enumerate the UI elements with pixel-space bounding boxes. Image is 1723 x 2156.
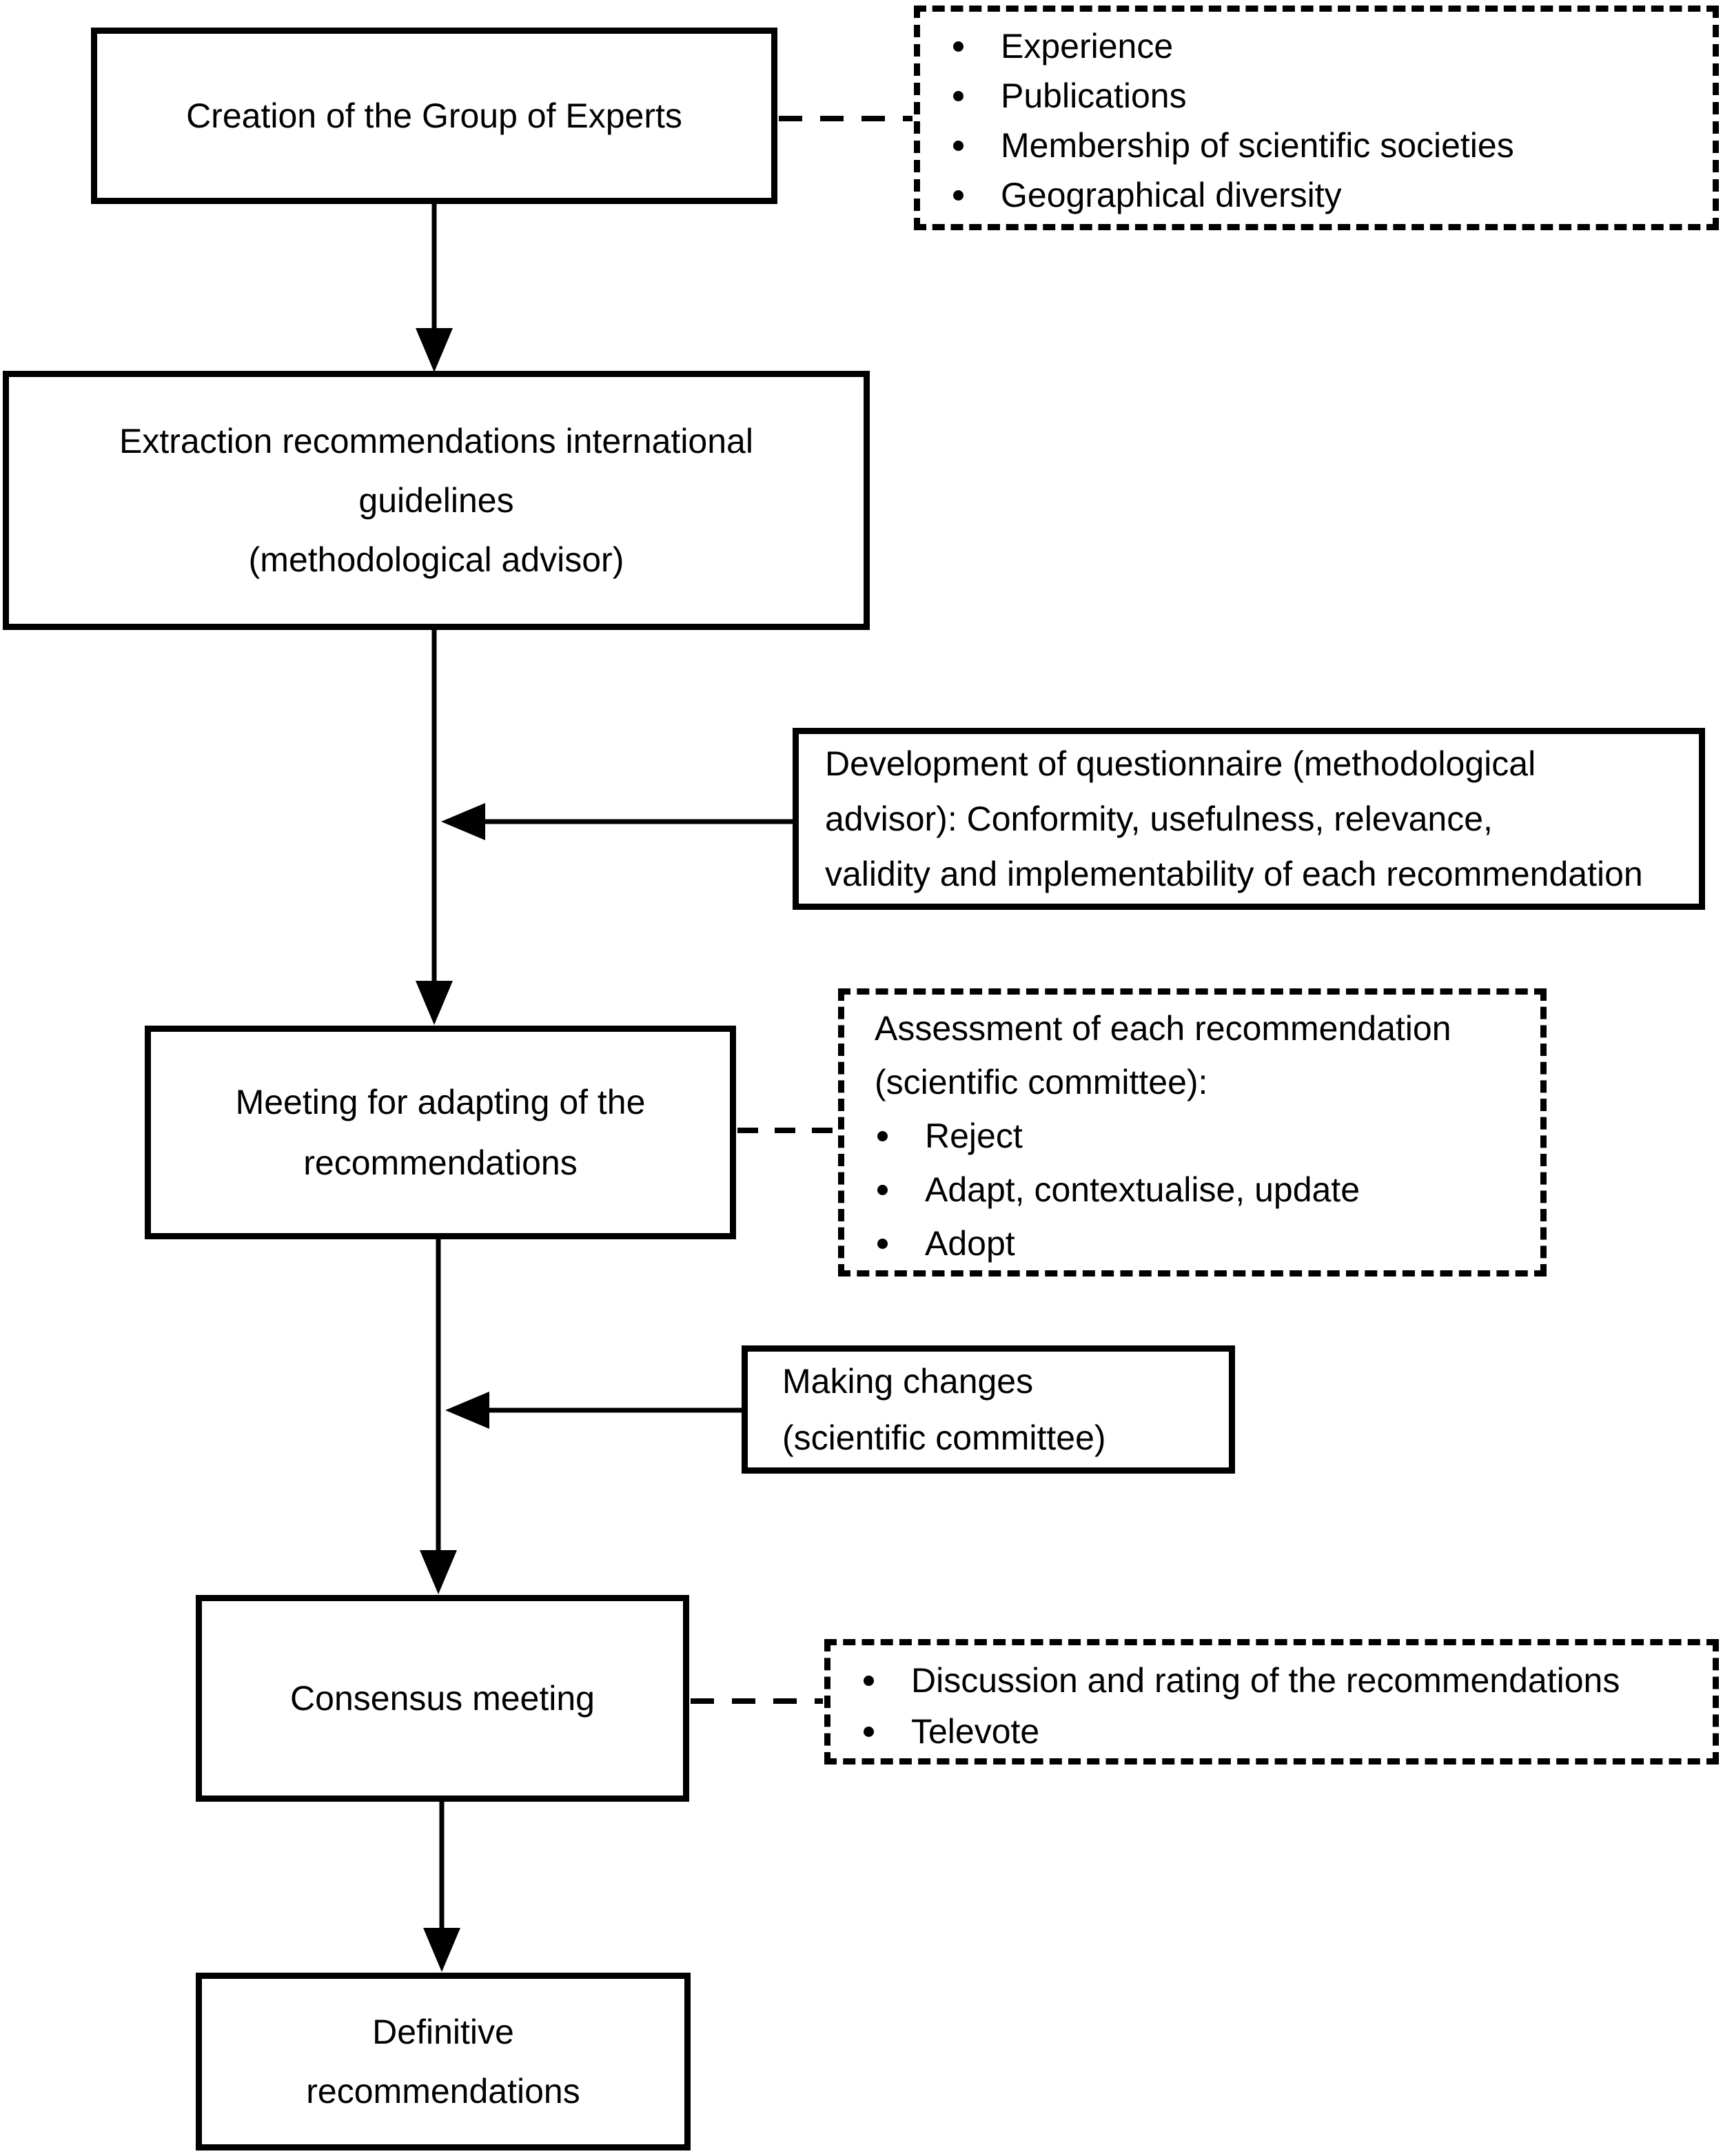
arrowhead-creation-to-extraction-icon xyxy=(416,328,453,372)
box-label-line: validity and implementability of each re… xyxy=(825,855,1643,893)
box-meeting-for-adapting: Meeting for adapting of the recommendati… xyxy=(145,1026,736,1239)
box-consensus-meeting: Consensus meeting xyxy=(196,1595,689,1802)
arrowhead-meeting-to-consensus-icon xyxy=(420,1550,457,1594)
list-item-label: Televote xyxy=(911,1712,1040,1751)
box-label-line: Extraction recommendations international xyxy=(119,422,753,460)
box-definitive-recommendations: Definitive recommendations xyxy=(196,1973,691,2150)
list-item-label: Membership of scientific societies xyxy=(1001,126,1514,165)
dashed-box-assessment: Assessment of each recommendation (scien… xyxy=(838,988,1547,1277)
bullet-icon xyxy=(864,1675,874,1686)
list-item-label: Experience xyxy=(1001,27,1174,65)
box-label-line: recommendations xyxy=(303,1143,578,1182)
box-label-line: advisor): Conformity, usefulness, releva… xyxy=(825,800,1493,838)
dashed-box-expert-criteria: Experience Publications Membership of sc… xyxy=(914,6,1719,230)
list-item-label: Discussion and rating of the recommendat… xyxy=(911,1661,1620,1700)
box-label-line: Definitive xyxy=(372,2013,514,2051)
list-item: Discussion and rating of the recommendat… xyxy=(830,1655,1620,1706)
list-item-label: Adapt, contextualise, update xyxy=(925,1170,1360,1209)
list-item: Adapt, contextualise, update xyxy=(844,1163,1360,1217)
box-label-line: (methodological advisor) xyxy=(248,540,624,579)
box-making-changes: Making changes (scientific committee) xyxy=(742,1345,1235,1474)
dashed-box-title-line: Assessment of each recommendation xyxy=(875,1009,1451,1048)
box-label-line: guidelines xyxy=(358,481,514,520)
list-item: Publications xyxy=(920,71,1187,121)
bullet-icon xyxy=(953,41,964,52)
box-label-line: Making changes xyxy=(782,1362,1034,1401)
box-extraction-recommendations: Extraction recommendations international… xyxy=(3,371,870,630)
dashed-box-consensus-methods: Discussion and rating of the recommendat… xyxy=(824,1639,1719,1765)
bullet-icon xyxy=(953,90,964,101)
dashed-box-title-line: (scientific committee): xyxy=(875,1063,1208,1101)
list-item-label: Reject xyxy=(925,1117,1023,1155)
arrowhead-questionnaire-to-flow-icon xyxy=(441,803,485,840)
box-label-line: Meeting for adapting of the xyxy=(235,1083,646,1121)
bullet-icon xyxy=(877,1184,888,1195)
box-label-line: Creation of the Group of Experts xyxy=(186,96,682,135)
bullet-icon xyxy=(953,190,964,201)
arrowhead-consensus-to-definitive-icon xyxy=(423,1928,460,1972)
bullet-icon xyxy=(877,1238,888,1249)
box-label-line: Consensus meeting xyxy=(290,1679,595,1718)
list-item-label: Geographical diversity xyxy=(1001,176,1342,214)
bullet-icon xyxy=(877,1130,888,1141)
arrowhead-extraction-to-meeting-icon xyxy=(416,981,453,1025)
bullet-icon xyxy=(953,140,964,151)
list-item-label: Adopt xyxy=(925,1224,1015,1263)
list-item: Membership of scientific societies xyxy=(920,121,1514,170)
bullet-icon xyxy=(864,1726,874,1737)
list-item: Adopt xyxy=(844,1217,1015,1270)
arrowhead-making-changes-to-flow-icon xyxy=(445,1392,489,1429)
box-label-line: Development of questionnaire (methodolog… xyxy=(825,744,1536,783)
list-item: Geographical diversity xyxy=(920,170,1342,220)
box-label-line: recommendations xyxy=(306,2072,580,2111)
box-creation-of-group-of-experts: Creation of the Group of Experts xyxy=(91,28,777,204)
list-item: Televote xyxy=(830,1706,1039,1757)
list-item-label: Publications xyxy=(1001,77,1187,115)
box-development-of-questionnaire: Development of questionnaire (methodolog… xyxy=(793,728,1705,910)
box-label-line: (scientific committee) xyxy=(782,1418,1106,1457)
list-item: Reject xyxy=(844,1109,1023,1163)
list-item: Experience xyxy=(920,21,1173,71)
